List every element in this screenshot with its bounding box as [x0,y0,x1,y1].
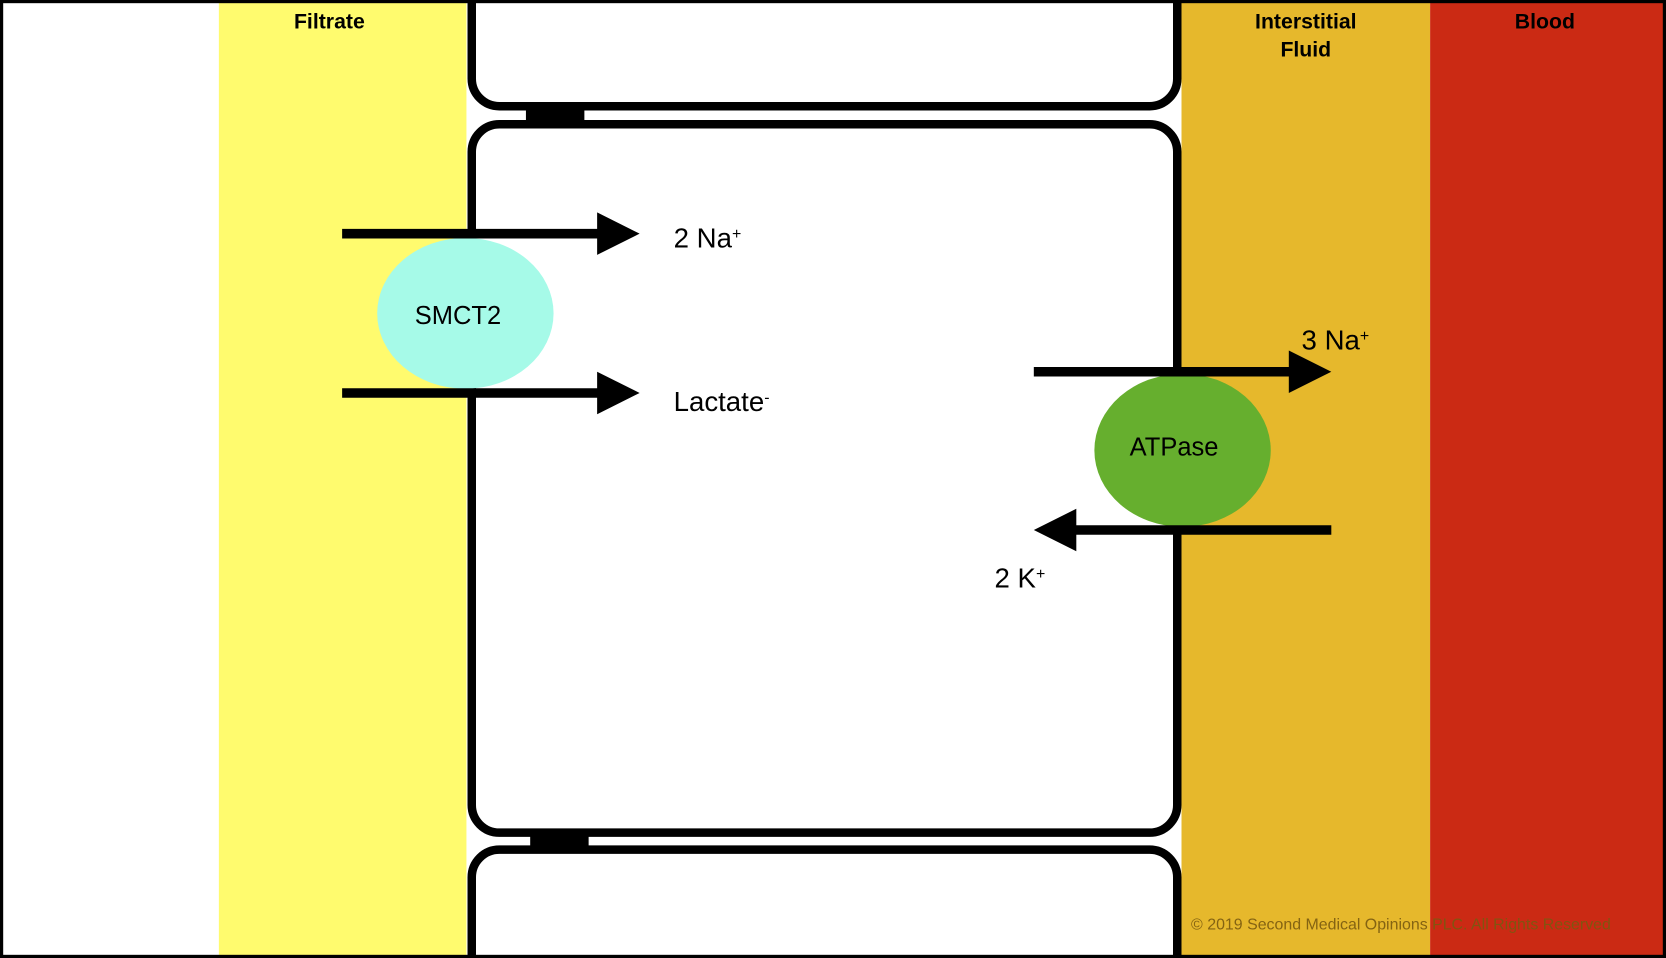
interstitial-label-line1: Interstitial [1255,10,1357,34]
blood-label: Blood [1515,10,1575,34]
smct2-transporter [377,237,554,389]
lactate-ion-label: Lactate- [674,386,770,417]
atpase-k-text: 2 K [995,562,1037,593]
blood-region [1430,0,1666,958]
atpase-k-charge: + [1036,566,1045,583]
upper-cell [467,0,1182,111]
atpase-pump [1094,373,1271,527]
interstitial-label-line2: Fluid [1280,37,1331,61]
lower-cell [467,845,1182,958]
atpase-na-text: 3 Na [1302,324,1361,355]
copyright-notice: © 2019 Second Medical Opinions PLC. All … [1191,916,1611,933]
atpase-label: ATPase [1130,434,1219,462]
smct2-label: SMCT2 [415,302,501,330]
tight-junction-top [525,106,585,126]
lactate-arrow-head-icon [597,371,640,415]
lactate-charge: - [764,390,769,407]
na-charge: + [732,226,741,243]
na-out-arrow-head-icon [1288,350,1332,393]
lactate-ion-text: Lactate [674,386,765,417]
na-ion-label: 2 Na+ [674,222,742,253]
tight-junction-bottom [530,831,589,851]
atpase-na-label: 3 Na+ [1302,324,1370,355]
atpase-na-charge: + [1360,328,1369,345]
atpase-k-label: 2 K+ [995,562,1046,593]
k-in-arrow-head-icon [1033,508,1077,552]
na-ion-text: 2 Na [674,222,733,253]
filtrate-region [218,0,467,958]
na-arrow-head-icon [597,212,640,255]
filtrate-label: Filtrate [294,10,365,34]
